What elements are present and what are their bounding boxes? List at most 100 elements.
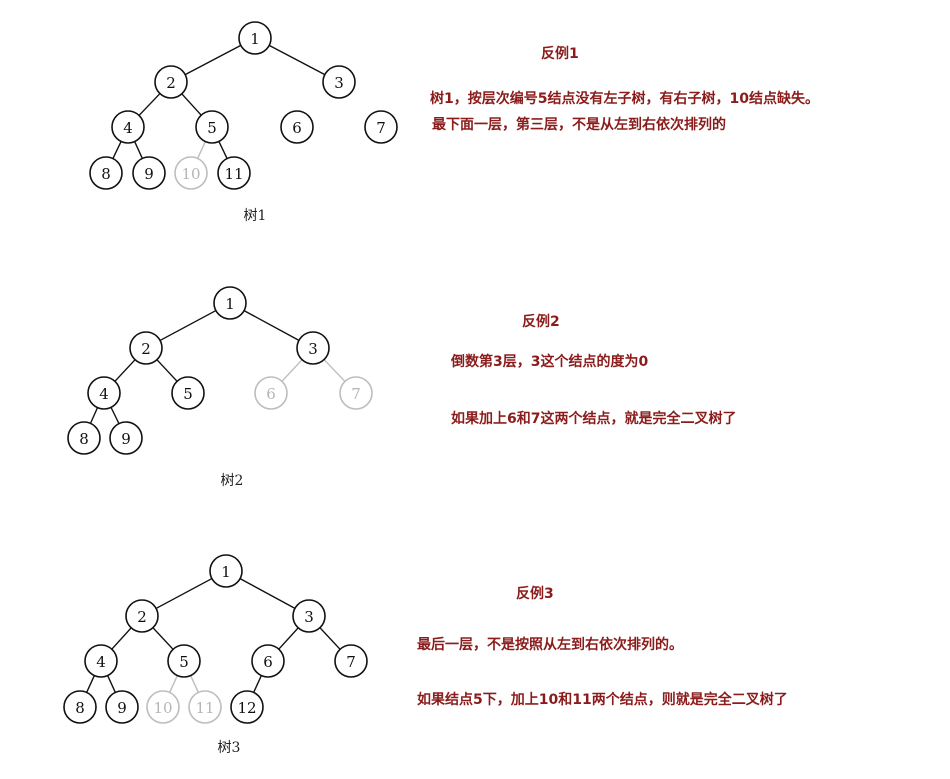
node-11-label: 11	[224, 165, 243, 183]
node-3-label: 3	[308, 340, 318, 358]
node-8-circle	[63, 690, 97, 724]
edge-5-10	[197, 141, 206, 159]
tree-2: 1 2 3 4 5 6 7 8 9 树2	[67, 286, 373, 489]
node-9-circle	[109, 421, 143, 455]
node-10-label: 10	[181, 165, 200, 183]
node-3-circle	[296, 331, 330, 365]
edge-4-8	[112, 141, 122, 159]
edge-1-2	[155, 577, 213, 610]
node-7-label: 7	[376, 119, 386, 137]
node-6-circle	[251, 644, 285, 678]
node-9-label: 9	[144, 165, 154, 183]
node-3-circle	[292, 599, 326, 633]
edge-4-9	[110, 407, 120, 424]
node-4-circle	[87, 376, 121, 410]
edge-2-4	[114, 359, 136, 382]
node-9-circle	[132, 156, 166, 190]
node-3-circle	[322, 65, 356, 99]
node-10-circle	[146, 690, 180, 724]
edge-5-10	[169, 675, 178, 693]
node-1-label: 1	[250, 30, 260, 48]
node-4-label: 4	[96, 653, 106, 671]
edge-4-8	[86, 675, 95, 693]
node-1-circle	[209, 554, 243, 588]
node-7-circle	[339, 376, 373, 410]
edge-4-8	[89, 407, 99, 424]
node-4-label: 4	[99, 385, 109, 403]
node-9-label: 9	[117, 699, 127, 717]
node-4-circle	[111, 110, 145, 144]
edge-2-5	[156, 359, 178, 382]
node-1-circle	[213, 286, 247, 320]
example-2-line-1: 倒数第3层，3这个结点的度为0	[451, 354, 649, 370]
edge-1-3	[239, 578, 296, 609]
node-3-label: 3	[304, 608, 314, 626]
node-5-circle	[167, 644, 201, 678]
node-5-label: 5	[179, 653, 189, 671]
node-1-circle	[238, 21, 272, 55]
node-5-circle	[195, 110, 229, 144]
node-11-circle	[188, 690, 222, 724]
edge-1-3	[243, 310, 300, 341]
node-4-circle	[84, 644, 118, 678]
node-3-label: 3	[334, 74, 344, 92]
node-6-label: 6	[263, 653, 273, 671]
edge-3-7	[319, 627, 341, 650]
node-7-circle	[334, 644, 368, 678]
edge-3-6	[278, 627, 299, 650]
edge-6-12	[253, 675, 262, 693]
edge-3-6	[281, 359, 303, 382]
edge-1-2	[184, 44, 242, 76]
node-2-circle	[154, 65, 188, 99]
node-7-label: 7	[351, 385, 361, 403]
example-1-title: 反例1	[541, 46, 579, 62]
node-5-label: 5	[183, 385, 193, 403]
node-11-label: 11	[195, 699, 214, 717]
node-2-label: 2	[141, 340, 151, 358]
node-5-circle	[171, 376, 205, 410]
edge-3-7	[323, 359, 346, 382]
node-6-circle	[254, 376, 288, 410]
edge-4-9	[134, 141, 143, 159]
node-11-circle	[217, 156, 251, 190]
node-8-label: 8	[79, 430, 89, 448]
node-4-label: 4	[123, 119, 133, 137]
node-2-label: 2	[166, 74, 176, 92]
node-7-label: 7	[346, 653, 356, 671]
node-12-label: 12	[237, 699, 256, 717]
example-2-line-2: 如果加上6和7这两个结点，就是完全二叉树了	[451, 411, 737, 427]
node-6-label: 6	[292, 119, 302, 137]
node-8-label: 8	[75, 699, 85, 717]
example-1-line-1: 树1，按层次编号5结点没有左子树，有右子树，10结点缺失。	[430, 91, 819, 107]
edge-2-5	[152, 627, 174, 650]
example-1-line-2: 最下面一层，第三层，不是从左到右依次排列的	[432, 117, 726, 133]
example-3-title: 反例3	[516, 586, 554, 602]
edge-1-2	[159, 309, 217, 342]
node-1-label: 1	[225, 295, 235, 313]
tree-1-caption: 树1	[244, 208, 267, 224]
node-9-label: 9	[121, 430, 131, 448]
edge-4-9	[107, 675, 116, 693]
tree-3-caption: 树3	[218, 740, 241, 756]
node-6-label: 6	[266, 385, 276, 403]
node-2-label: 2	[137, 608, 147, 626]
node-7-circle	[364, 110, 398, 144]
node-1-label: 1	[221, 563, 231, 581]
node-9-circle	[105, 690, 139, 724]
tree-2-caption: 树2	[221, 473, 244, 489]
edge-2-5	[181, 93, 202, 116]
node-12-circle	[230, 690, 264, 724]
node-5-label: 5	[207, 119, 217, 137]
edge-1-3	[268, 44, 326, 76]
node-2-circle	[125, 599, 159, 633]
node-2-circle	[129, 331, 163, 365]
node-10-circle	[174, 156, 208, 190]
edge-2-4	[138, 93, 161, 116]
node-8-circle	[89, 156, 123, 190]
example-2-title: 反例2	[522, 314, 560, 330]
example-3-line-1: 最后一层，不是按照从左到右依次排列的。	[417, 637, 683, 653]
node-6-circle	[280, 110, 314, 144]
